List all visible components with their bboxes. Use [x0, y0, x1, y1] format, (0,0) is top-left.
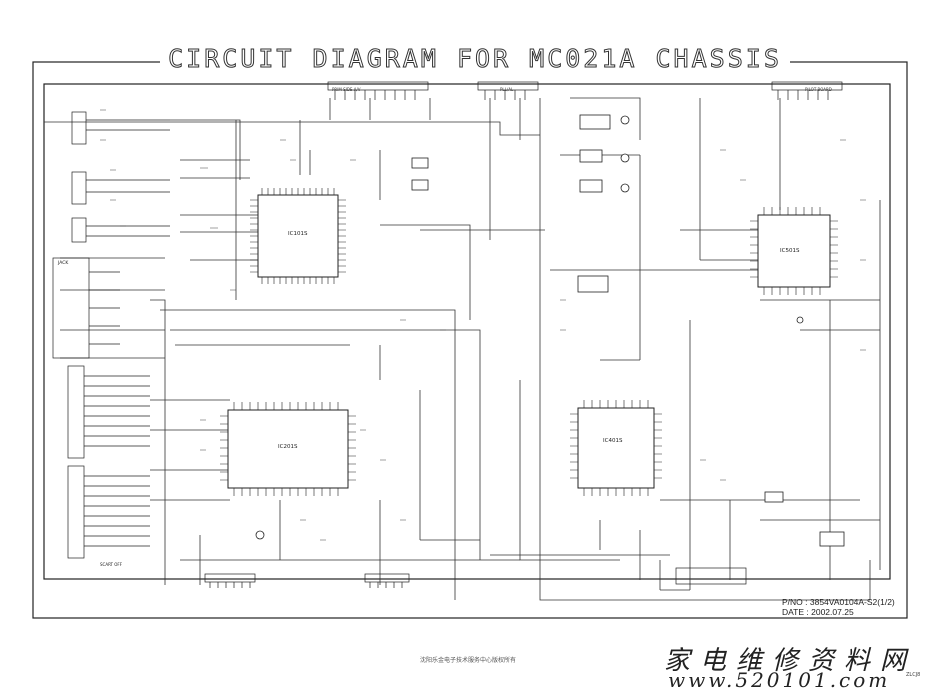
scart-label: SCART OFF: [100, 562, 123, 567]
wiring: [44, 97, 881, 601]
part-info: P/NO : 3854VA0104A-S2(1/2) DATE : 2002.0…: [782, 597, 895, 617]
ic501-label: IC501S: [780, 248, 800, 254]
jack-label: JACK: [57, 260, 69, 266]
connector-label-prim: PRIM SIDE A/V: [332, 87, 361, 92]
copyright-note: 沈阳乐金电子技术服务中心版权所有: [420, 657, 517, 664]
ic401-chip: [570, 400, 662, 496]
part-number: P/NO : 3854VA0104A-S2(1/2): [782, 597, 895, 607]
watermark-small: ZLCJ8: [906, 672, 921, 678]
component-ticks: [100, 109, 866, 541]
ic201-label: IC201S: [278, 444, 298, 450]
left-jacks: [52, 111, 170, 559]
connector-label-pll: PLL/AL: [500, 87, 514, 92]
drawing-date: DATE : 2002.07.25: [782, 607, 854, 617]
ic201-chip: [220, 402, 356, 496]
bottom-connectors: [204, 567, 747, 588]
ic101-label: IC101S: [288, 231, 308, 237]
ic501-chip: [750, 207, 838, 295]
watermark-url: www.520101.com: [668, 668, 891, 692]
outer-frame: [32, 61, 908, 619]
page-title: CIRCUIT DIAGRAM FOR MC021A CHASSIS: [0, 44, 950, 74]
connector-label-pilot: PILOT BOARD: [805, 87, 832, 92]
watermark-chinese: 家电维修资料网: [664, 646, 917, 676]
ic401-label: IC401S: [603, 438, 623, 444]
ic101-chip: [250, 188, 346, 284]
page-title-text: CIRCUIT DIAGRAM FOR MC021A CHASSIS: [160, 44, 790, 74]
small-components: [255, 114, 845, 547]
top-connectors: [327, 81, 843, 100]
